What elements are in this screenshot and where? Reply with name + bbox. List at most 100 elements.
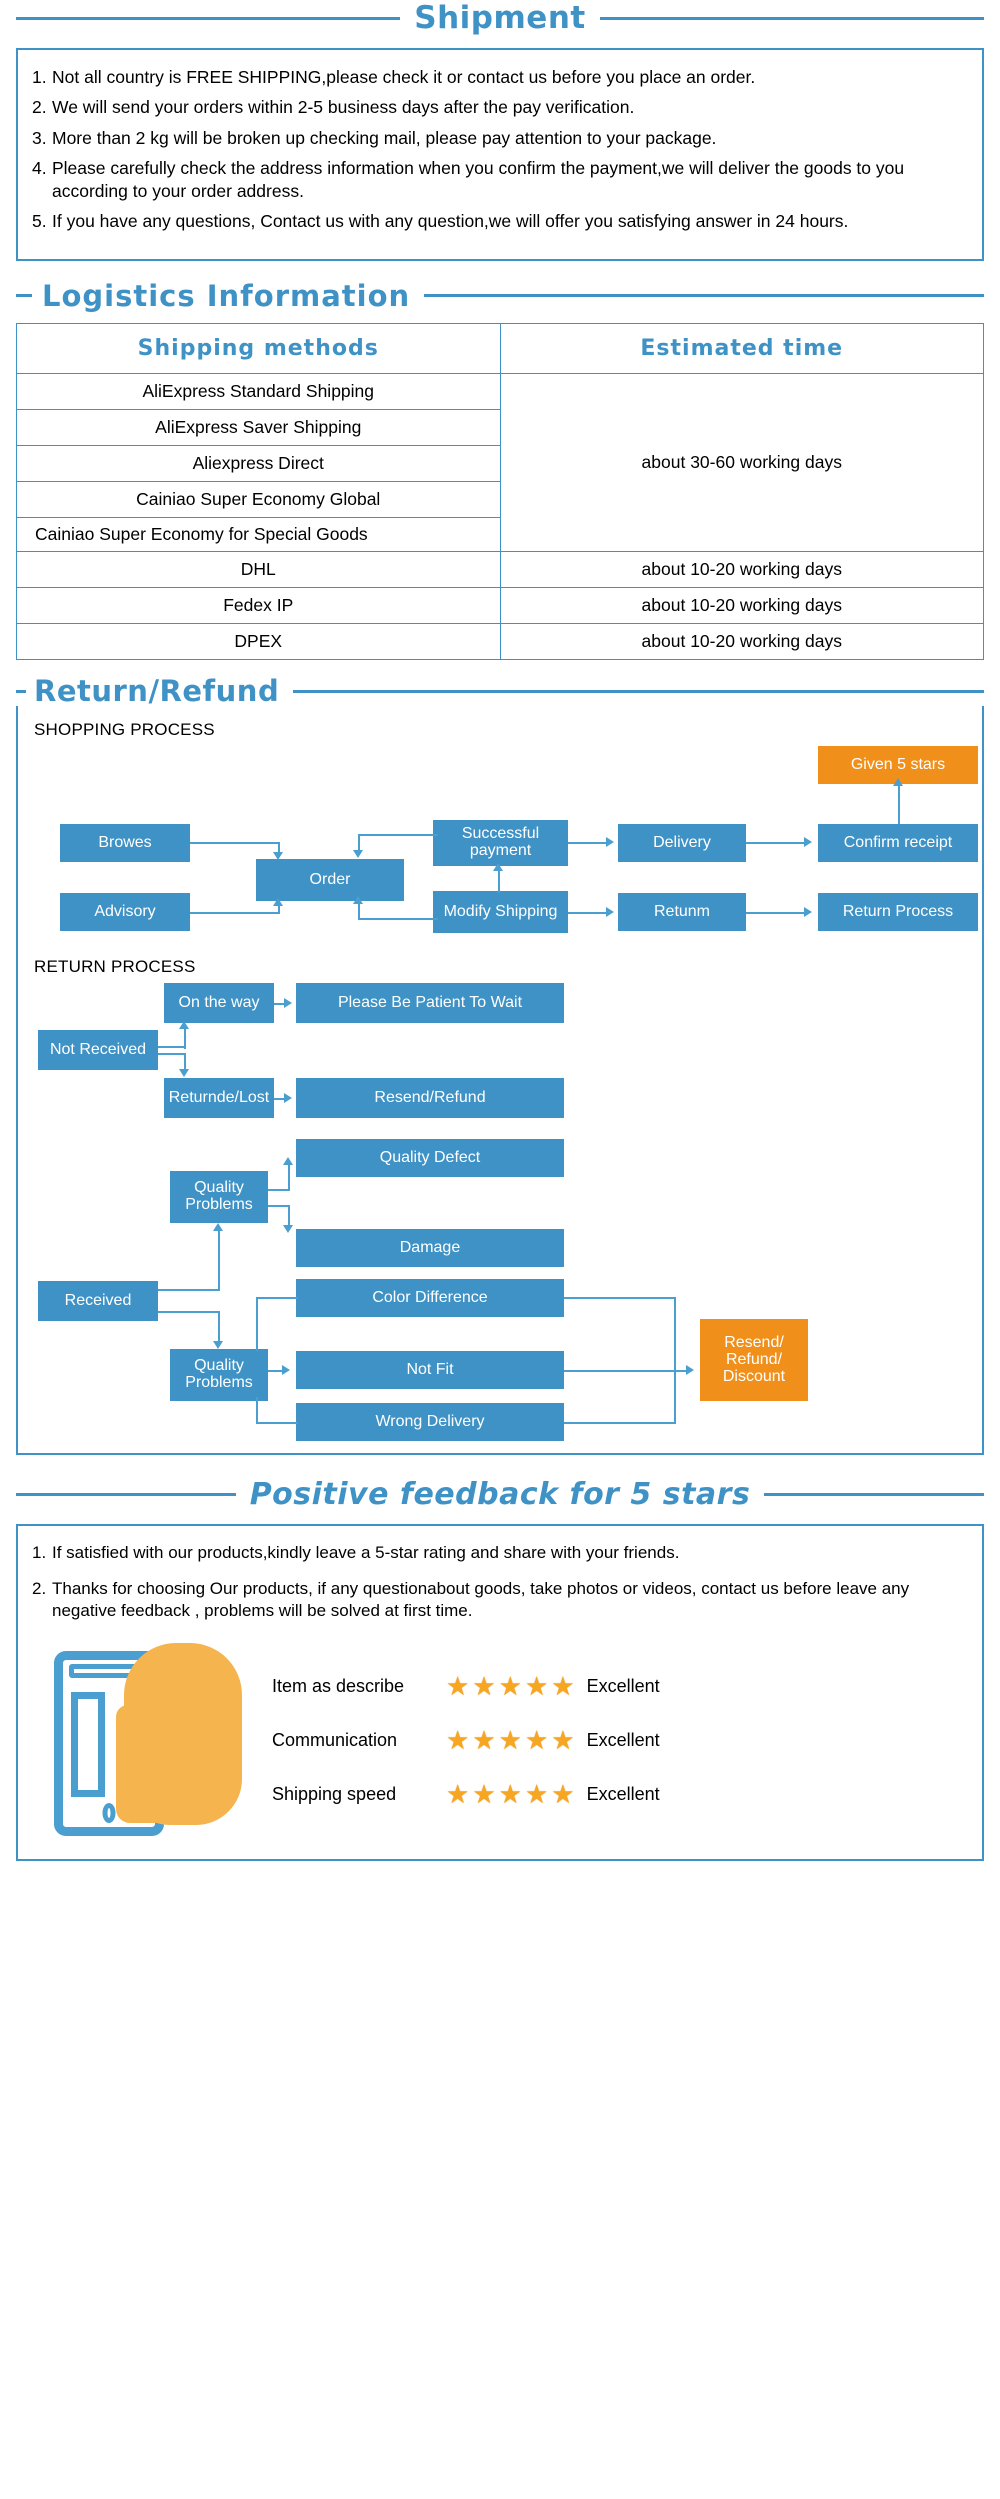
heading-rule-left <box>16 294 32 298</box>
heading-rule-right <box>599 16 984 20</box>
node-delivery[interactable]: Delivery <box>618 824 746 863</box>
star-icon: ★ <box>524 1779 549 1810</box>
node-not-fit[interactable]: Not Fit <box>296 1351 564 1390</box>
connector <box>218 1231 220 1290</box>
node-resend-refund[interactable]: Resend/Refund <box>296 1078 564 1119</box>
node-quality-problems-bottom[interactable]: Quality Problems <box>170 1349 268 1402</box>
node-received[interactable]: Received <box>38 1281 158 1322</box>
table-row: Cainiao Super Economy Global <box>16 480 984 518</box>
list-item: 3. More than 2 kg will be broken up chec… <box>32 127 968 150</box>
item-text: More than 2 kg will be broken up checkin… <box>52 127 717 148</box>
star-icon: ★ <box>446 1725 470 1756</box>
feedback-panel: 1. If satisfied with our products,kindly… <box>16 1524 984 1862</box>
node-retunm[interactable]: Retunm <box>618 893 746 932</box>
node-modify-shipping[interactable]: Modify Shipping <box>433 891 568 934</box>
rating-label: Communication <box>272 1729 398 1750</box>
arrow-right-icon <box>282 1365 290 1376</box>
rating-row: Shipping speed ★ ★ ★ ★ ★ Excellent <box>272 1781 968 1807</box>
connector <box>190 842 278 845</box>
node-successful-payment[interactable]: Successful payment <box>433 820 568 867</box>
node-resend-refund-discount[interactable]: Resend/ Refund/ Discount <box>700 1319 808 1402</box>
item-text: Thanks for choosing Our products, if any… <box>52 1578 910 1620</box>
node-not-received[interactable]: Not Received <box>38 1030 158 1071</box>
node-please-be-patient[interactable]: Please Be Patient To Wait <box>296 983 564 1024</box>
connector <box>274 1098 286 1101</box>
list-item: 1. If satisfied with our products,kindly… <box>32 1542 968 1564</box>
node-advisory[interactable]: Advisory <box>60 893 190 932</box>
cell-method: Fedex IP <box>16 587 501 625</box>
star-icon: ★ <box>446 1779 470 1810</box>
item-text: We will send your orders within 2-5 busi… <box>52 97 635 118</box>
rating-label: Item as describe <box>272 1675 405 1696</box>
rating-word: Excellent <box>586 1729 660 1750</box>
connector <box>158 1046 186 1049</box>
return-received-flowchart: Quality Defect Quality Problems Damage R… <box>28 1139 972 1442</box>
rating-stars: ★ ★ ★ ★ ★ <box>446 1781 575 1807</box>
list-item: 1. Not all country is FREE SHIPPING,plea… <box>32 66 968 89</box>
connector <box>288 1165 290 1192</box>
connector <box>256 1297 258 1352</box>
shopping-flowchart: Given 5 stars Browes Order Successful pa… <box>28 746 978 934</box>
table-row: AliExpress Standard Shipping about 30-60… <box>16 372 984 553</box>
connector <box>268 1205 290 1208</box>
heading-rule-right <box>293 689 984 693</box>
node-returnde-lost[interactable]: Returnde/Lost <box>164 1078 274 1119</box>
connector <box>564 1370 688 1373</box>
phone-screen-icon <box>71 1692 105 1798</box>
feedback-section: Positive feedback for 5 stars 1. If sati… <box>0 1477 1000 1862</box>
node-browes[interactable]: Browes <box>60 824 190 863</box>
arrow-right-icon <box>686 1365 694 1376</box>
node-given-5-stars[interactable]: Given 5 stars <box>818 746 978 785</box>
star-icon: ★ <box>524 1671 549 1702</box>
cell-method: AliExpress Saver Shipping <box>16 408 501 446</box>
logistics-title: Logistics Information <box>42 278 411 313</box>
star-icon: ★ <box>446 1671 470 1702</box>
arrow-up-icon <box>273 898 283 907</box>
connector <box>274 1003 286 1006</box>
list-item: 2. We will send your orders within 2-5 b… <box>32 96 968 119</box>
connector <box>564 1422 676 1425</box>
shopping-flow-container: SHOPPING PROCESS Given 5 stars Browes Or… <box>16 706 984 1456</box>
shipment-list: 1. Not all country is FREE SHIPPING,plea… <box>32 66 968 234</box>
node-on-the-way[interactable]: On the way <box>164 983 274 1024</box>
cell-method: DPEX <box>16 623 501 661</box>
table-row: AliExpress Saver Shipping <box>16 408 984 446</box>
connector <box>158 1311 220 1314</box>
feedback-heading: Positive feedback for 5 stars <box>16 1477 985 1512</box>
shipment-heading: Shipment <box>16 0 984 36</box>
star-icon: ★ <box>498 1725 522 1756</box>
rating-word: Excellent <box>586 1783 660 1804</box>
node-color-difference[interactable]: Color Difference <box>296 1279 564 1318</box>
connector <box>268 1189 290 1192</box>
node-wrong-delivery[interactable]: Wrong Delivery <box>296 1403 564 1442</box>
logistics-section: Logistics Information Shipping methods E… <box>0 279 1000 661</box>
arrow-down-icon <box>283 1225 293 1234</box>
star-icon: ★ <box>472 1671 496 1702</box>
connector <box>256 1297 298 1300</box>
cell-method: Cainiao Super Economy for Special Goods <box>16 516 501 553</box>
node-return-process[interactable]: Return Process <box>818 893 978 932</box>
item-number: 1. <box>32 67 47 87</box>
arrow-right-icon <box>606 907 614 918</box>
column-header-estimated-time: Estimated time <box>499 322 984 374</box>
connector <box>898 784 900 827</box>
arrow-up-icon <box>213 1223 223 1232</box>
connector <box>184 1029 186 1050</box>
return-title: Return/Refund <box>34 674 280 709</box>
connector <box>288 1205 290 1228</box>
connector <box>564 1297 676 1300</box>
node-quality-defect[interactable]: Quality Defect <box>296 1139 564 1178</box>
connector <box>746 912 806 915</box>
connector <box>184 1053 186 1072</box>
shipment-panel: 1. Not all country is FREE SHIPPING,plea… <box>16 48 984 261</box>
node-order[interactable]: Order <box>256 859 404 902</box>
node-quality-problems-top[interactable]: Quality Problems <box>170 1171 268 1224</box>
node-damage[interactable]: Damage <box>296 1229 564 1268</box>
node-confirm-receipt[interactable]: Confirm receipt <box>818 824 978 863</box>
heading-rule-left <box>16 1493 236 1497</box>
star-icon: ★ <box>498 1671 522 1702</box>
list-item: 4. Please carefully check the address in… <box>32 157 968 204</box>
arrow-down-icon <box>273 852 283 861</box>
table-row: DPEX about 10-20 working days <box>16 623 984 661</box>
heading-rule-left <box>16 689 26 693</box>
